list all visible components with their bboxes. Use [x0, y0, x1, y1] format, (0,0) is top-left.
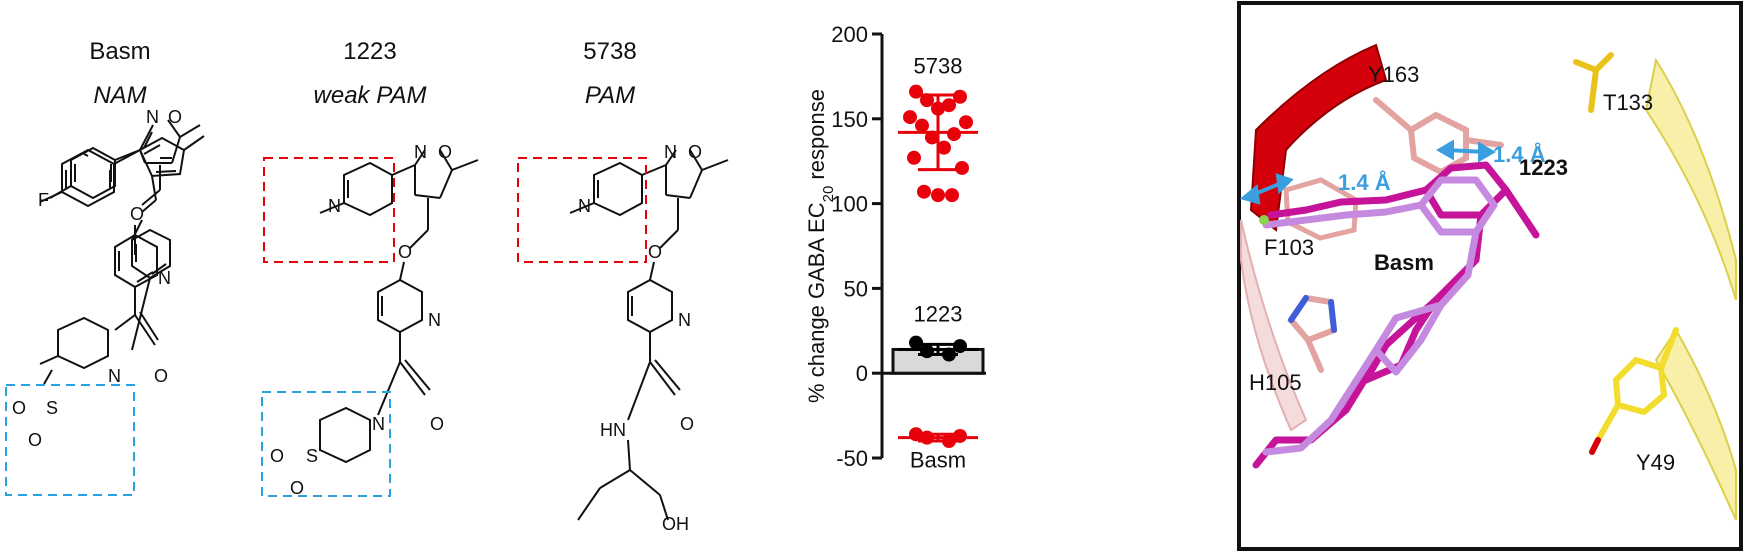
atom-o-isox-1223: O [438, 142, 452, 162]
fluorine-atom [1259, 215, 1269, 225]
residue-h105 [1287, 294, 1338, 373]
point-5738 [907, 150, 921, 165]
point-5738 [909, 84, 923, 99]
atom-o2-so2-1223: O [290, 478, 304, 498]
red-box-5738 [517, 157, 647, 263]
label-y163: Y163 [1368, 62, 1419, 87]
label-distance-left: 1.4 Å [1338, 169, 1391, 195]
atom-o-isox-basm: O [168, 107, 182, 127]
atom-o2-so2-basm: O [28, 430, 42, 450]
atom-n-isox-1223: N [414, 142, 427, 162]
point-5738 [937, 140, 951, 155]
atom-n-isox-basm: N [146, 107, 159, 127]
y-tick-label: 200 [831, 22, 868, 47]
point-Basm [953, 428, 967, 443]
point-5738 [942, 98, 956, 113]
blue-box-1223 [261, 391, 391, 497]
atom-s-1223: S [306, 446, 318, 466]
point-5738 [945, 188, 959, 203]
y-tick-label: -50 [836, 446, 868, 471]
atom-o-carbonyl-5738: O [680, 414, 694, 434]
atom-o1-so2-basm: O [12, 398, 26, 418]
point-5738 [947, 127, 961, 142]
atom-o-ether-basm: O [130, 204, 144, 224]
chemical-structures-panel: Basm NAM 1223 weak PAM 5738 PAM [0, 0, 760, 552]
point-5738 [955, 160, 969, 175]
label-basm: Basm [1374, 250, 1434, 275]
blue-box-basm [5, 384, 135, 496]
point-1223 [909, 335, 923, 350]
label-1223: 1223 [1519, 155, 1568, 180]
atom-n-pyr2-1223: N [428, 310, 441, 330]
atom-hn-5738: HN [600, 420, 626, 440]
ligand-basm [1262, 176, 1498, 456]
label-distance-right: 1.4 Å [1493, 141, 1546, 167]
y-axis-label: % change GABA EC20 response [804, 89, 837, 403]
point-5738 [903, 110, 917, 125]
molecule-1223 [319, 149, 479, 464]
label-f103: F103 [1264, 235, 1314, 260]
compound-type-1223: weak PAM [313, 82, 427, 109]
atom-n-amide-1223: N [372, 414, 385, 434]
point-5738 [920, 93, 934, 108]
series-label-Basm: Basm [910, 448, 966, 473]
series-label-5738: 5738 [914, 54, 963, 79]
point-5738 [931, 188, 945, 203]
atom-n-pyr2-5738: N [678, 310, 691, 330]
residue-y163 [1373, 97, 1504, 176]
point-5738 [925, 130, 939, 145]
red-box-1223 [263, 157, 395, 263]
chart-panel: -50 0 50 100 150 200 % change GABA EC20 respon… [800, 0, 1130, 552]
yellow-helix-2 [1654, 328, 1737, 521]
point-5738 [917, 184, 931, 199]
structure-panel: Y163 T133 F103 H105 Y49 1223 Basm 1.4 Å … [1236, 0, 1744, 552]
atom-o-carbonyl-1223: O [430, 414, 444, 434]
label-t133: T133 [1603, 90, 1653, 115]
compound-name-1223: 1223 [343, 38, 397, 65]
atom-n-pyr-basm: N [158, 268, 171, 288]
y-tick-label: 0 [856, 361, 868, 386]
y-tick-label: 50 [844, 276, 868, 301]
atom-n-isox-5738: N [664, 142, 677, 162]
series-label-1223: 1223 [914, 301, 963, 326]
point-5738 [959, 115, 973, 130]
residue-t133 [1573, 52, 1614, 113]
y-tick-label: 150 [831, 107, 868, 132]
point-1223 [953, 339, 967, 354]
point-1223 [920, 344, 934, 359]
atom-o-ether-5738: O [648, 242, 662, 262]
atom-o-carbonyl-basm: O [154, 366, 168, 386]
point-5738 [953, 89, 967, 104]
y-tick-label: 100 [831, 192, 868, 217]
compound-name-basm: Basm [89, 38, 151, 65]
residue-y49 [1595, 327, 1679, 443]
label-h105: H105 [1249, 370, 1302, 395]
label-y49: Y49 [1636, 450, 1675, 475]
atom-o-isox-5738: O [688, 142, 702, 162]
atom-f-basm: F [38, 190, 49, 210]
basm-molecule [39, 119, 201, 385]
salmon-ribbon [1240, 219, 1308, 432]
structure-svg: Y163 T133 F103 H105 Y49 1223 Basm 1.4 Å … [1237, 1, 1743, 551]
atom-s-basm: S [46, 398, 58, 418]
atom-n-pyr-5738: N [578, 196, 591, 216]
atom-o1-so2-1223: O [270, 446, 284, 466]
distance-arrow-right [1436, 139, 1496, 163]
distance-arrow-left [1239, 173, 1294, 205]
compound-type-5738: PAM [584, 82, 636, 109]
yellow-helix [1644, 57, 1737, 301]
atom-n-amide-basm: N [108, 366, 121, 386]
red-ribbon [1249, 43, 1388, 232]
chart-svg: -50 0 50 100 150 200 % change GABA EC20 respon… [804, 22, 986, 473]
atom-o-ether-1223: O [398, 242, 412, 262]
structures-svg: F N O O N N O S O O [5, 107, 729, 534]
atom-oh-5738: OH [662, 514, 689, 534]
point-5738 [915, 118, 929, 133]
compound-type-basm: NAM [93, 82, 147, 109]
atom-n-pyr-1223: N [328, 196, 341, 216]
compound-name-5738: 5738 [583, 38, 637, 65]
molecule-5738 [569, 149, 729, 521]
